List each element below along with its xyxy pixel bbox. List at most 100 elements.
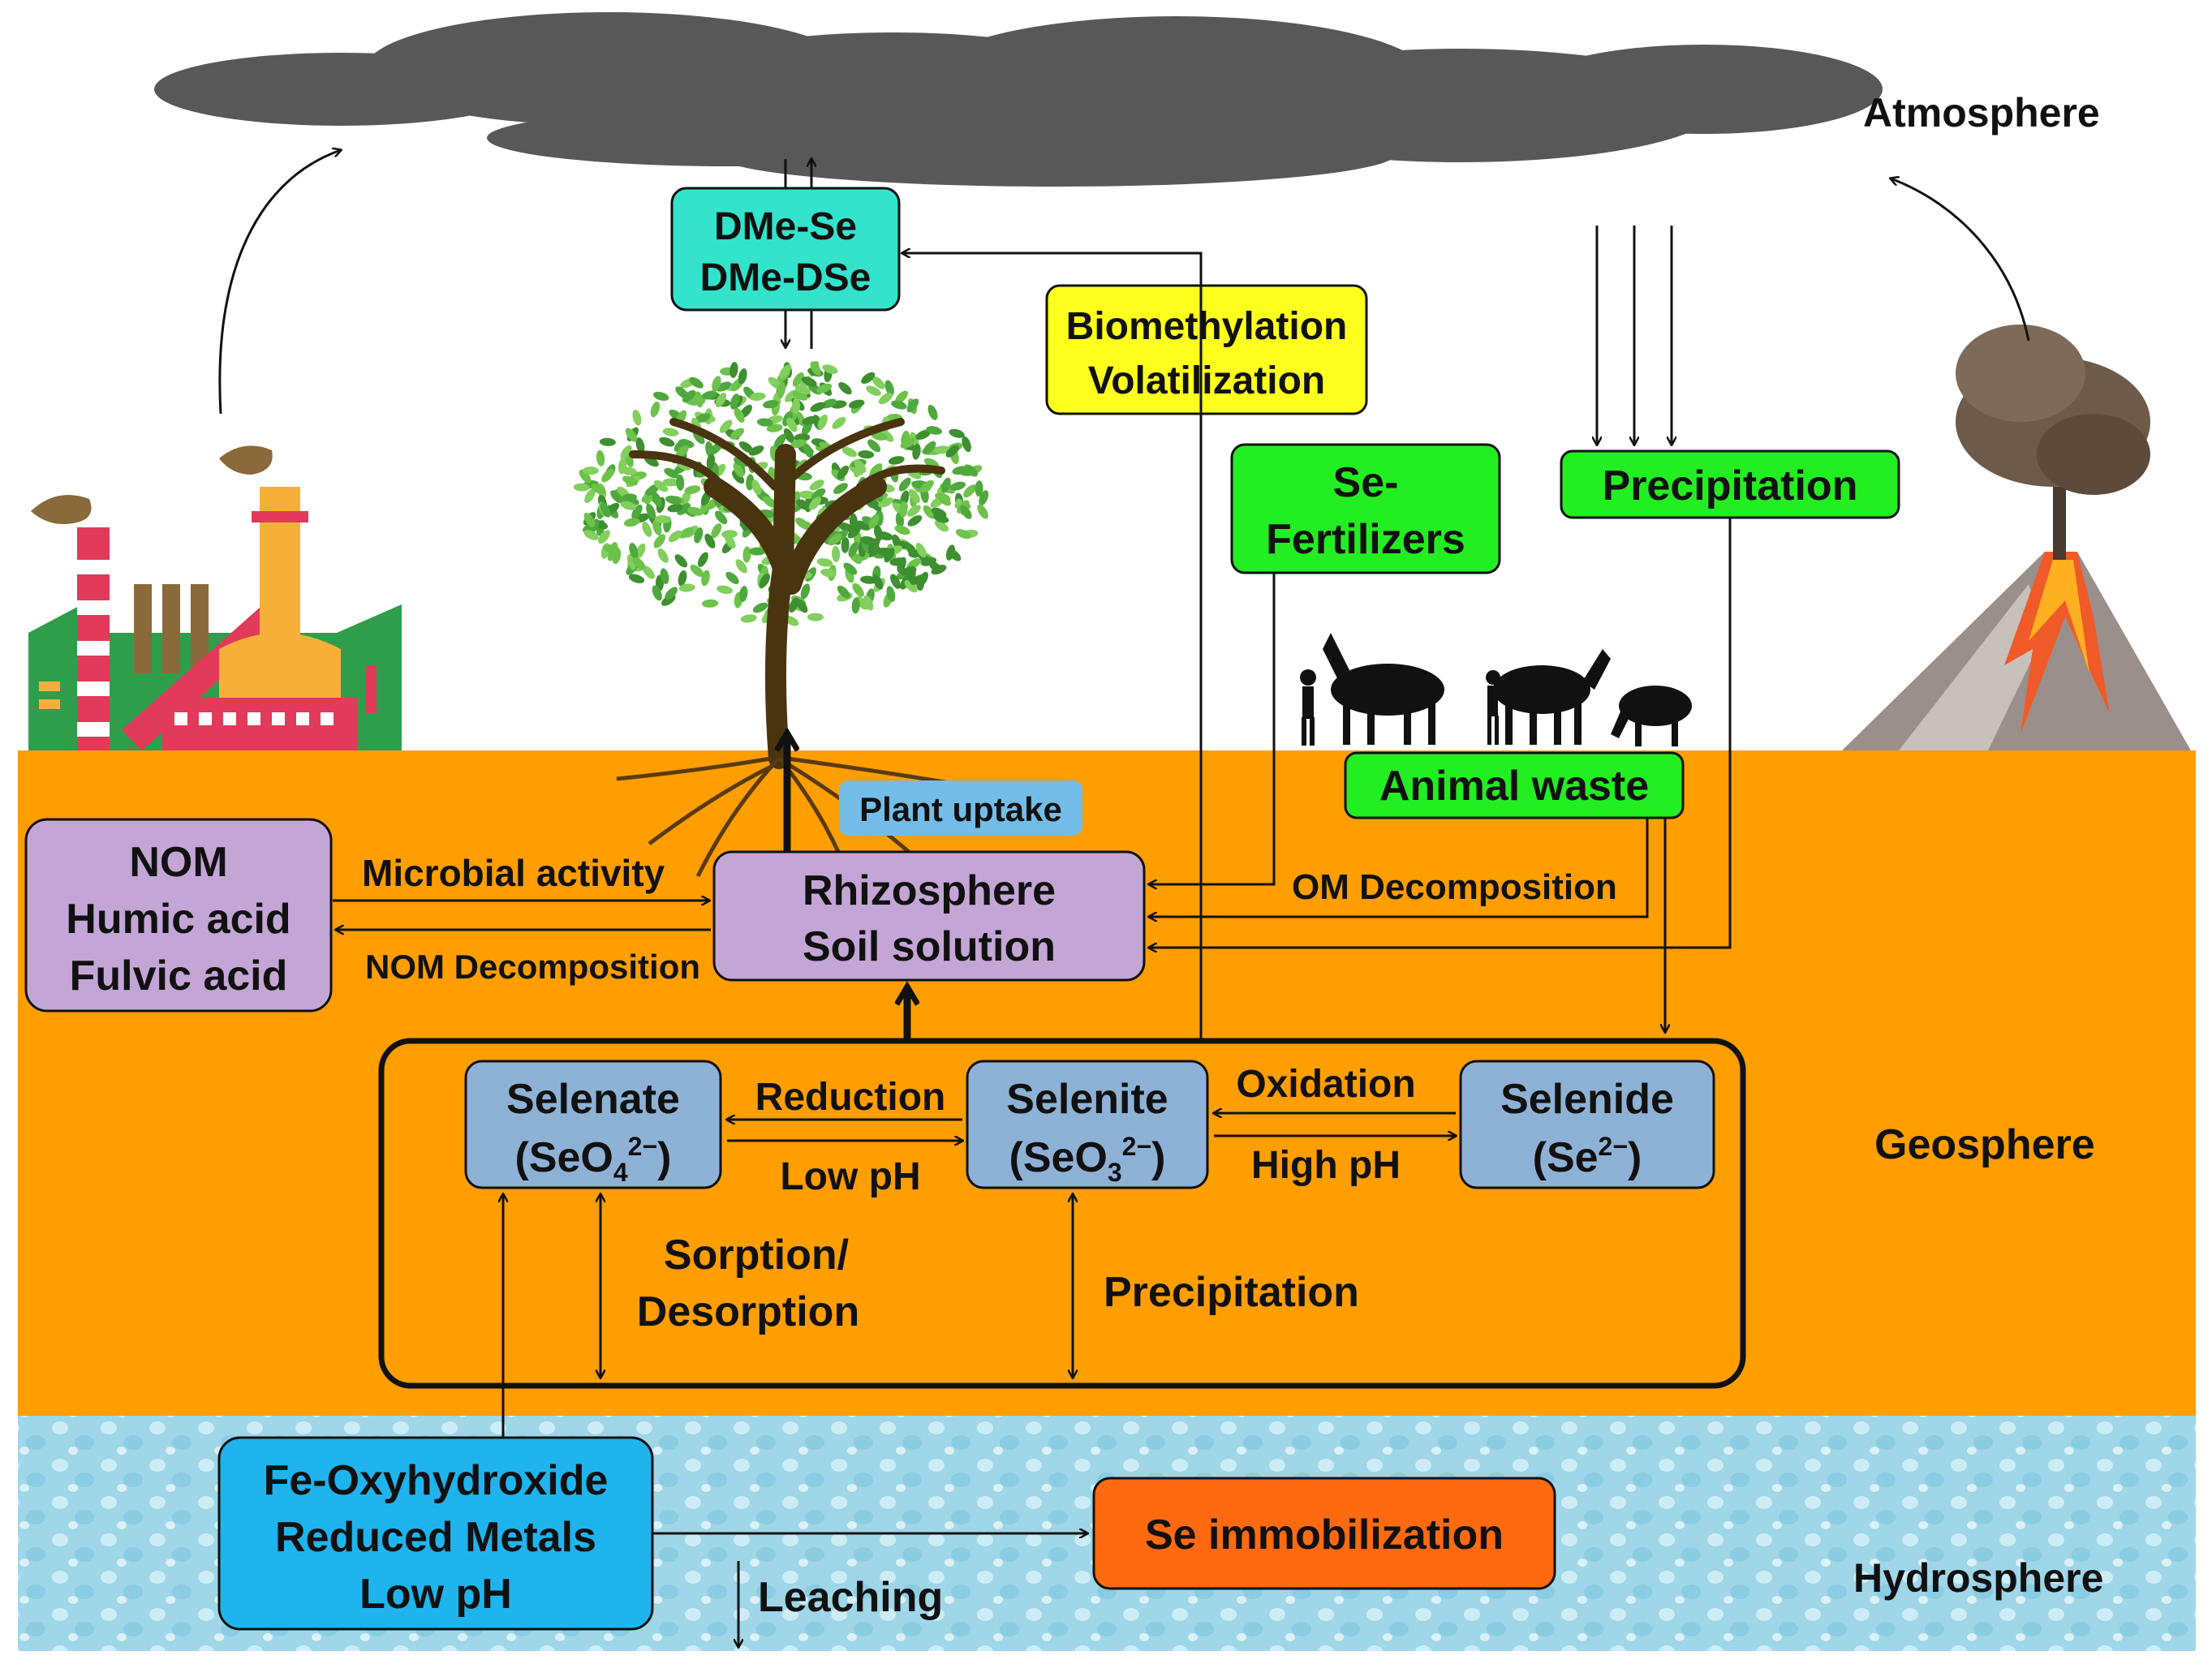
precipitation-soil-label: Precipitation	[1104, 1269, 1359, 1316]
tree-leaf	[783, 428, 794, 444]
tree-leaf	[697, 552, 708, 567]
tree-leaf	[763, 400, 779, 409]
tree-leaf	[610, 490, 623, 504]
desorption-label: Desorption	[637, 1288, 859, 1335]
tree-leaf	[878, 392, 893, 405]
tree-leaf	[841, 446, 858, 458]
se-fertilizers-box: Se- Fertilizers	[1230, 443, 1501, 574]
tree-leaf	[646, 503, 656, 519]
tree-leaf	[678, 583, 695, 592]
tree-leaf	[756, 418, 773, 427]
tree-leaf	[721, 530, 738, 539]
tree-leaf	[920, 479, 934, 492]
tree-leaf	[899, 501, 908, 518]
tree-leaf	[869, 498, 882, 512]
tree-leaf	[665, 587, 678, 600]
tree-leaf	[678, 570, 687, 587]
tree-leaf	[800, 583, 811, 600]
tree-leaf	[773, 434, 786, 448]
tree-leaf	[715, 510, 728, 525]
tree-leaf	[596, 449, 605, 467]
tree-leaf	[725, 571, 739, 584]
tree-leaf	[837, 585, 850, 599]
tree-leaf	[863, 595, 874, 611]
tree-leaf	[923, 441, 936, 454]
tree-leaf	[900, 437, 915, 449]
tree-leaf	[848, 541, 859, 557]
animal-waste-box: Animal waste	[1344, 751, 1685, 819]
se-immobilization-label: Se immobilization	[1145, 1511, 1504, 1559]
tree-leaf	[779, 364, 792, 379]
tree-leaf	[841, 536, 850, 553]
tree-leaf	[796, 599, 808, 613]
tree-leaf	[668, 530, 682, 543]
tree-leaf	[599, 437, 616, 446]
tree-leaf	[809, 479, 824, 491]
tree-leaf	[889, 456, 905, 465]
tree-leaf	[735, 559, 747, 574]
tree-leaf	[678, 527, 694, 539]
precipitation-soil-arrow	[1149, 518, 1732, 948]
tree-leaf	[682, 389, 696, 402]
precipitation-top-box: Precipitation	[1560, 449, 1900, 519]
tree-leaf	[739, 586, 748, 602]
atmosphere-cloud	[154, 12, 1883, 187]
fe-oxyhydroxide-box: Fe-Oxyhydroxide Reduced Metals Low pH	[217, 1436, 654, 1631]
tree-leaf	[794, 385, 811, 395]
tree-leaf	[906, 398, 919, 413]
selenide-box: Selenide (Se2−)	[1459, 1060, 1715, 1189]
tree-leaf	[684, 485, 701, 494]
tree-leaf	[828, 533, 842, 546]
tree-leaf	[667, 503, 684, 513]
tree-leaf	[907, 515, 923, 527]
tree-leaf	[632, 410, 642, 426]
tree-leaf	[867, 439, 881, 453]
low-ph-label: Low pH	[780, 1155, 920, 1198]
tree-leaf	[719, 419, 733, 433]
tree-leaf	[749, 547, 765, 556]
tree-leaf	[803, 443, 814, 458]
tree-leaf	[926, 426, 942, 435]
tree-leaf	[848, 399, 865, 409]
tree-leaf	[790, 439, 807, 449]
tree-leaf	[816, 558, 833, 567]
atmosphere-label: Atmosphere	[1863, 90, 2100, 135]
leaching-label: Leaching	[758, 1574, 943, 1621]
rhizosphere-line2: Soil solution	[803, 923, 1056, 970]
tree-leaf	[898, 477, 911, 492]
precipitation-top-label: Precipitation	[1603, 462, 1858, 510]
tree-leaf	[653, 479, 669, 492]
tree-leaf	[659, 436, 675, 447]
tree-leaf	[694, 527, 704, 544]
tree-leaf	[751, 479, 762, 496]
selenate-name: Selenate	[506, 1076, 680, 1123]
sorption-label: Sorption/	[664, 1232, 849, 1279]
tree-leaf	[792, 372, 804, 387]
tree-leaf	[601, 468, 614, 483]
tree-leaf	[949, 481, 966, 491]
tree-leaf	[657, 548, 669, 563]
tree-leaf	[752, 602, 768, 613]
tree-leaf	[975, 480, 983, 497]
tree-leaf	[582, 467, 599, 475]
oxidation-label: Oxidation	[1236, 1063, 1415, 1106]
tree-leaf	[689, 376, 704, 389]
tree-leaf	[621, 493, 637, 502]
tree-leaf	[600, 502, 611, 518]
plant-uptake-label: Plant uptake	[859, 790, 1062, 828]
tree-leaf	[947, 548, 962, 561]
tree-leaf	[798, 490, 816, 499]
tree-leaf	[958, 467, 975, 476]
tree-leaf	[904, 579, 918, 593]
tree-leaf	[740, 614, 757, 623]
tree-leaf	[678, 439, 695, 449]
fertilizer-arrow	[1149, 573, 1276, 884]
tree-leaf	[838, 382, 852, 395]
tree-leaf	[801, 376, 817, 387]
tree-leaf	[916, 574, 925, 591]
tree-leaf	[820, 568, 837, 578]
factory-illustration	[28, 445, 402, 750]
high-ph-label: High pH	[1251, 1144, 1401, 1187]
tree-leaf	[729, 361, 738, 378]
tree-leaf	[849, 513, 858, 530]
